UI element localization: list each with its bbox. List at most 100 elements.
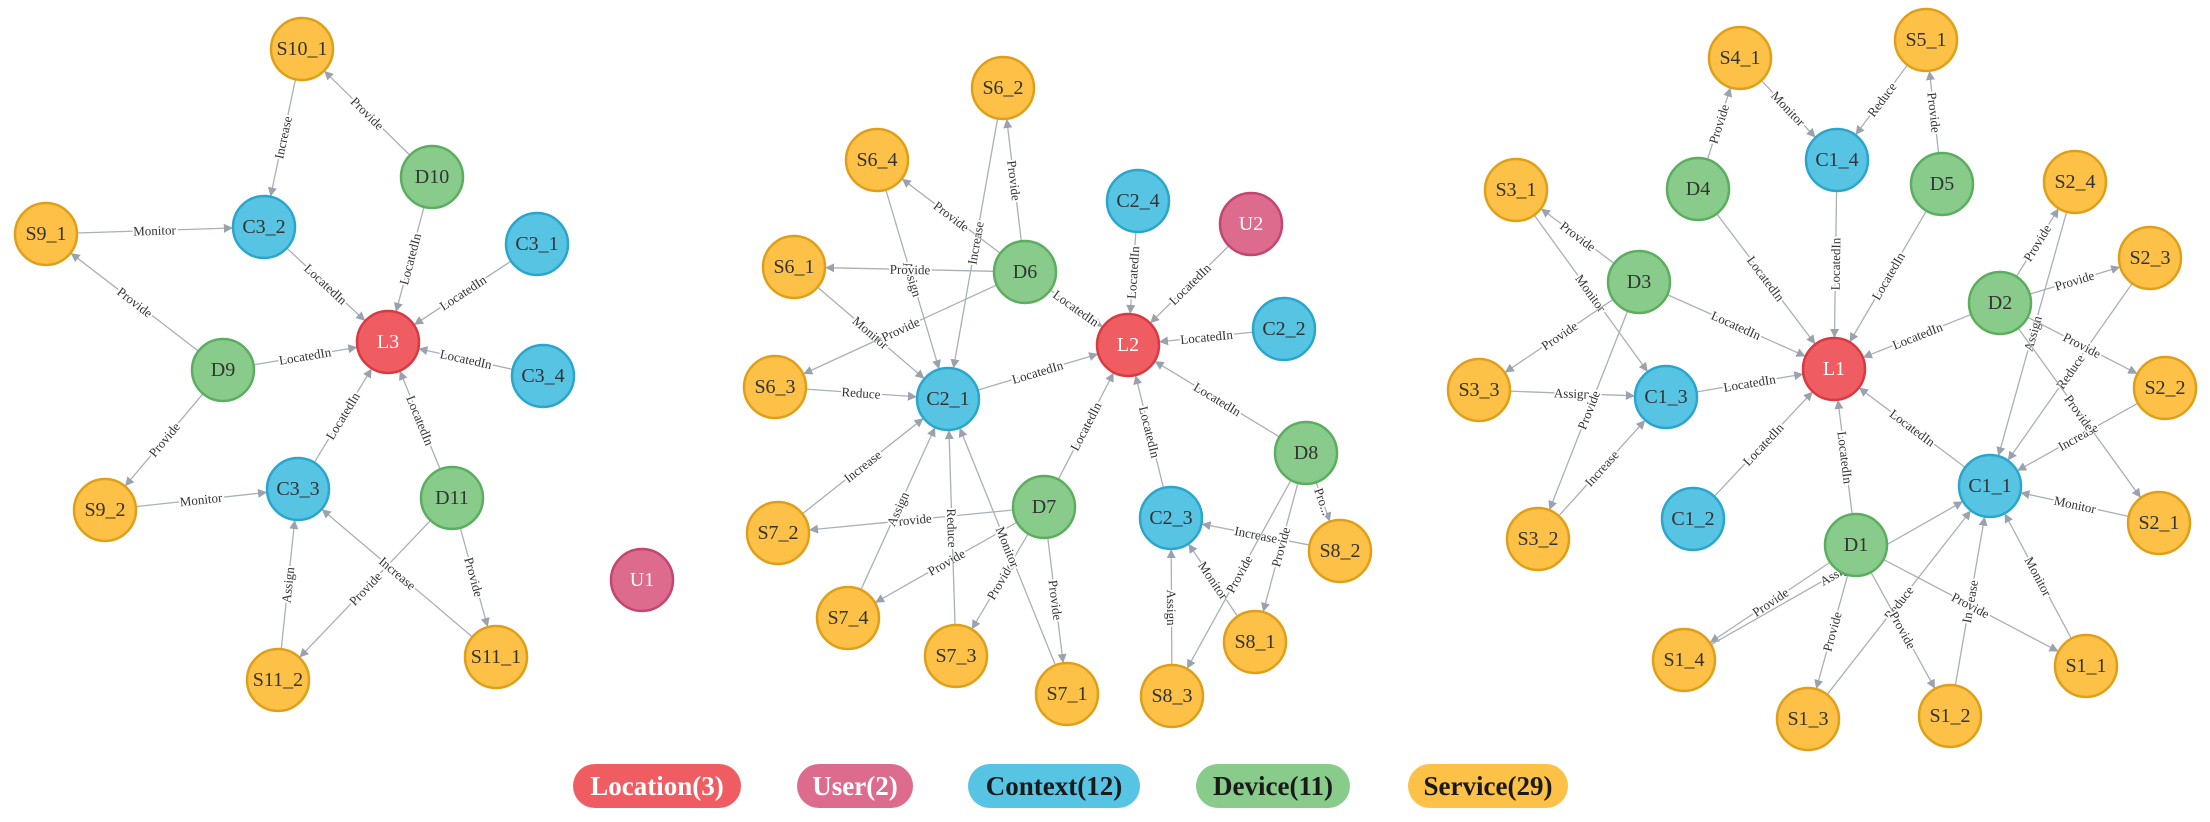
edge-S7_3-C2_1[interactable]: Reduce — [942, 430, 962, 626]
edge-S6_2-C2_1[interactable]: Increase — [950, 118, 999, 369]
node-l1[interactable]: L1 — [1801, 336, 1867, 402]
node-s8-2[interactable]: S8_2 — [1307, 518, 1373, 584]
node-c2-4[interactable]: C2_4 — [1105, 168, 1171, 234]
edge-C2_3-L2[interactable]: LocatedIn — [1133, 375, 1165, 489]
edge-D2-S2_3[interactable]: Provide — [2029, 265, 2121, 296]
edge-S3_3-C1_3[interactable]: Assign — [1509, 383, 1635, 404]
edge-S9_1-C3_2[interactable]: Monitor — [76, 220, 233, 241]
node-s7-1[interactable]: S7_1 — [1034, 661, 1100, 727]
node-l2[interactable]: L2 — [1095, 312, 1161, 378]
node-s7-2[interactable]: S7_2 — [745, 500, 811, 566]
node-s5-1[interactable]: S5_1 — [1893, 7, 1959, 73]
node-s1-3[interactable]: S1_3 — [1775, 686, 1841, 752]
node-s8-1[interactable]: S8_1 — [1222, 609, 1288, 675]
node-d6[interactable]: D6 — [992, 239, 1058, 305]
edge-D9-S9_1[interactable]: Provide — [70, 252, 199, 352]
node-d3[interactable]: D3 — [1606, 249, 1672, 315]
edge-S9_2-C3_3[interactable]: Monitor — [135, 488, 268, 511]
node-s1-2[interactable]: S1_2 — [1917, 683, 1983, 749]
node-s6-1[interactable]: S6_1 — [761, 234, 827, 300]
legend-user[interactable]: User(2) — [797, 764, 913, 808]
edge-D8-L2[interactable]: LocatedIn — [1154, 361, 1280, 438]
edge-C3_3-L3[interactable]: LocatedIn — [313, 368, 372, 463]
edge-D10-S10_1[interactable]: Provide — [324, 70, 411, 156]
node-c2-1[interactable]: C2_1 — [915, 366, 981, 432]
edge-C1_1-L1[interactable]: LocatedIn — [1858, 387, 1966, 468]
node-s2-2[interactable]: S2_2 — [2132, 355, 2198, 421]
node-s2-4[interactable]: S2_4 — [2042, 149, 2108, 215]
edge-D6-S6_2[interactable]: Provide — [1002, 118, 1026, 242]
node-s6-4[interactable]: S6_4 — [844, 127, 910, 193]
edge-D6-S6_3[interactable]: Provide — [803, 284, 998, 375]
node-d7[interactable]: D7 — [1011, 474, 1077, 540]
edge-C3_4-L3[interactable]: LocatedIn — [418, 344, 513, 374]
node-s11-1[interactable]: S11_1 — [463, 624, 529, 690]
node-c1-2[interactable]: C1_2 — [1660, 486, 1726, 552]
node-s3-3[interactable]: S3_3 — [1446, 357, 1512, 423]
node-s1-1[interactable]: S1_1 — [2053, 633, 2119, 699]
edge-S3_2-C1_3[interactable]: Increase — [1558, 420, 1646, 517]
node-d5[interactable]: D5 — [1909, 151, 1975, 217]
node-s9-2[interactable]: S9_2 — [72, 477, 138, 543]
edge-C3_2-L3[interactable]: LocatedIn — [286, 247, 366, 321]
edge-D7-S7_1[interactable]: Provide — [1044, 537, 1067, 664]
node-s3-1[interactable]: S3_1 — [1483, 157, 1549, 223]
edge-D4-S4_1[interactable]: Provide — [1704, 87, 1734, 160]
edge-C2_1-L2[interactable]: LocatedIn — [977, 352, 1099, 391]
node-d4[interactable]: D4 — [1665, 156, 1731, 222]
node-c2-2[interactable]: C2_2 — [1251, 296, 1317, 362]
edge-C1_4-L1[interactable]: LocatedIn — [1826, 190, 1845, 338]
edge-D3-S3_3[interactable]: Provide — [1504, 298, 1614, 373]
node-s3-2[interactable]: S3_2 — [1505, 506, 1571, 572]
node-s8-3[interactable]: S8_3 — [1139, 663, 1205, 729]
edge-S8_3-C2_3[interactable]: Assign — [1162, 549, 1181, 666]
edge-D9-S9_2[interactable]: Provide — [125, 393, 204, 487]
edge-D1-L1[interactable]: LocatedIn — [1832, 399, 1858, 515]
edge-S6_3-C2_1[interactable]: Reduce — [805, 382, 917, 404]
edge-D3-S3_1[interactable]: Provide — [1540, 208, 1615, 264]
edge-D8-S8_2[interactable]: Pro... — [1309, 482, 1336, 522]
node-c1-4[interactable]: C1_4 — [1804, 127, 1870, 193]
edge-C2_4-L2[interactable]: LocatedIn — [1122, 231, 1144, 314]
edge-D5-S5_1[interactable]: Provide — [1922, 70, 1946, 154]
node-c1-1[interactable]: C1_1 — [1957, 453, 2023, 519]
edge-U2-L2[interactable]: LocatedIn — [1150, 245, 1230, 324]
edge-D6-L2[interactable]: LocatedIn — [1048, 285, 1104, 332]
node-s1-4[interactable]: S1_4 — [1651, 627, 1717, 693]
edge-C3_1-L3[interactable]: LocatedIn — [413, 260, 512, 325]
node-c3-1[interactable]: C3_1 — [504, 211, 570, 277]
edge-D5-L1[interactable]: LocatedIn — [1849, 210, 1927, 343]
edge-S10_1-C3_2[interactable]: Increase — [267, 79, 297, 197]
edge-D11-L3[interactable]: LocatedIn — [399, 370, 441, 470]
edge-D6-S6_1[interactable]: Provide — [825, 260, 995, 279]
legend-context[interactable]: Context(12) — [968, 764, 1140, 808]
edge-D8-S8_1[interactable]: Provide — [1261, 482, 1299, 612]
node-s9-1[interactable]: S9_1 — [13, 201, 79, 267]
node-u2[interactable]: U2 — [1218, 191, 1284, 257]
legend-location[interactable]: Location(3) — [573, 764, 741, 808]
node-d2[interactable]: D2 — [1967, 270, 2033, 336]
node-d8[interactable]: D8 — [1273, 420, 1339, 486]
node-s6-3[interactable]: S6_3 — [742, 354, 808, 420]
edge-S11_2-C3_3[interactable]: Assign — [277, 519, 299, 650]
node-s7-3[interactable]: S7_3 — [923, 623, 989, 689]
edge-D1-S1_3[interactable]: Provide — [1814, 574, 1849, 690]
node-s11-2[interactable]: S11_2 — [245, 647, 311, 713]
edge-S4_1-C1_4[interactable]: Monitor — [1760, 80, 1816, 138]
edge-S2_1-C1_1[interactable]: Monitor — [2020, 490, 2129, 519]
node-s10-1[interactable]: S10_1 — [269, 16, 335, 82]
edge-D10-L3[interactable]: LocatedIn — [393, 206, 426, 312]
node-c1-3[interactable]: C1_3 — [1633, 364, 1699, 430]
node-d11[interactable]: D11 — [419, 465, 485, 531]
edge-S1_1-C1_1[interactable]: Monitor — [2004, 513, 2072, 639]
node-c3-3[interactable]: C3_3 — [265, 456, 331, 522]
edge-D2-L1[interactable]: LocatedIn — [1862, 313, 1972, 359]
node-s4-1[interactable]: S4_1 — [1707, 25, 1773, 91]
node-c3-4[interactable]: C3_4 — [510, 343, 576, 409]
edge-S6_4-C2_1[interactable]: Assign — [885, 189, 941, 370]
node-s2-3[interactable]: S2_3 — [2117, 225, 2183, 291]
node-s2-1[interactable]: S2_1 — [2126, 490, 2192, 556]
edge-C1_3-L1[interactable]: LocatedIn — [1696, 369, 1804, 397]
edge-D11-S11_1[interactable]: Provide — [459, 527, 490, 628]
node-d1[interactable]: D1 — [1823, 512, 1889, 578]
